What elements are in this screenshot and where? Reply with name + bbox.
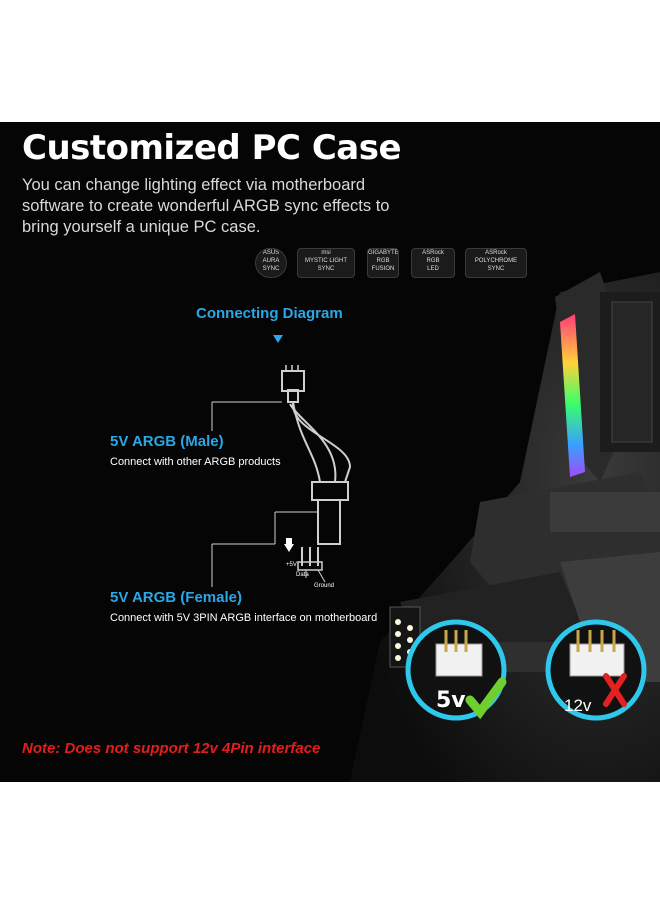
page-title: Customized PC Case [22,128,402,168]
male-connector-title: 5V ARGB (Male) [110,433,224,450]
cross-icon [603,673,627,707]
arrow-down-icon [273,335,283,343]
pin-label-ground: Ground [314,583,335,589]
page-subtitle: You can change lighting effect via mothe… [22,176,390,236]
pin-label-5v: +5V [286,562,297,568]
connecting-diagram-label: Connecting Diagram [196,305,343,322]
pin-label-data: Data [296,572,309,578]
5v-compatible-badge [405,619,507,721]
male-connector-desc: Connect with other ARGB products [110,456,281,468]
product-banner: Customized PC Case You can change lighti… [0,122,660,782]
compatibility-note: Note: Does not support 12v 4Pin interfac… [22,740,321,757]
female-connector-title: 5V ARGB (Female) [110,589,242,606]
argb-cable-diagram [211,365,352,587]
banner-graphics [211,272,660,782]
5v-badge-label: 5v [436,688,466,713]
12v-incompatible-badge [545,619,647,721]
pin-arrow-icon [284,544,294,552]
female-connector-desc: Connect with 5V 3PIN ARGB interface on m… [110,612,378,624]
check-icon [465,677,507,720]
12v-badge-label: 12v [564,696,592,715]
